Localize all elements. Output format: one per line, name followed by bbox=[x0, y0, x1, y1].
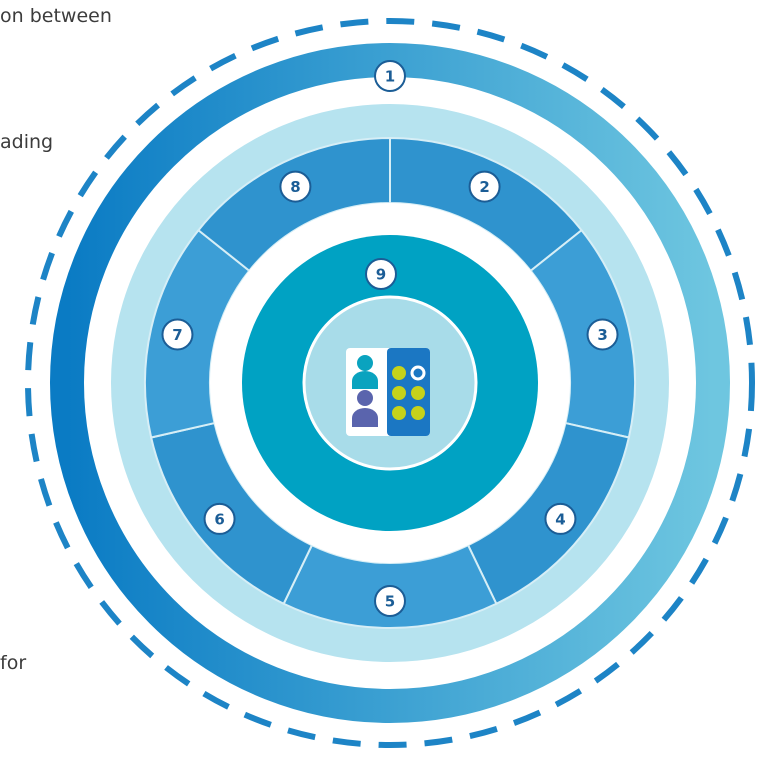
segment-badge-6 bbox=[203, 502, 236, 535]
core-number: 9 bbox=[376, 266, 386, 284]
segment-badge-7 bbox=[161, 318, 194, 351]
outer-number-badge: 1 bbox=[374, 60, 406, 92]
outer-number: 1 bbox=[385, 68, 395, 86]
segment-number-5: 5 bbox=[385, 593, 395, 611]
segment-number-6: 6 bbox=[214, 510, 224, 528]
segment-number-7: 7 bbox=[172, 326, 182, 344]
user-assignment-board-icon bbox=[346, 348, 430, 436]
segment-badge-3 bbox=[586, 318, 619, 351]
side-text-top: on between bbox=[0, 5, 112, 27]
segment-number-2: 2 bbox=[479, 178, 489, 196]
segment-badge-5 bbox=[374, 585, 406, 617]
side-text-bottom: for bbox=[0, 652, 27, 674]
segment-badge-4 bbox=[544, 502, 577, 535]
segment-number-3: 3 bbox=[597, 326, 607, 344]
dashed-outer-ring bbox=[25, 18, 755, 748]
core-number-badge: 9 bbox=[365, 258, 397, 290]
segment-badge-2 bbox=[468, 170, 501, 203]
side-text-upper: ading bbox=[0, 131, 54, 153]
segment-number-4: 4 bbox=[555, 510, 565, 528]
segment-number-8: 8 bbox=[290, 178, 300, 196]
segment-badge-8 bbox=[279, 170, 312, 203]
